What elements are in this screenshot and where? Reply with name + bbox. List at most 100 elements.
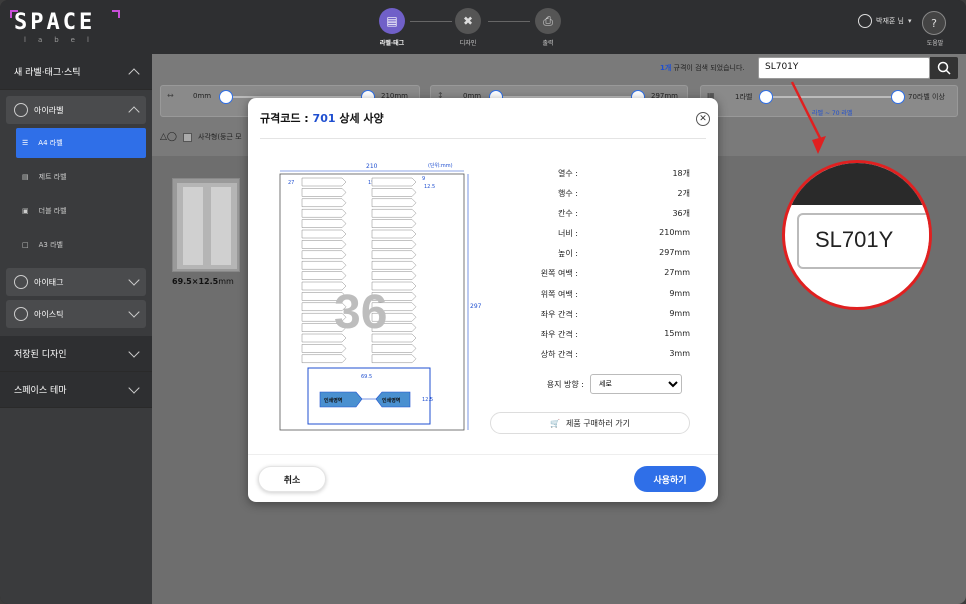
thumbnail-preview [177,183,237,269]
section-label: 새 라벨·태그·스틱 [14,68,81,78]
item-label: A4 라벨 [38,139,63,147]
label-cell [371,219,417,228]
shape-checkbox[interactable] [183,132,192,142]
filter-min: 0mm [193,92,212,100]
label-cell [371,208,417,218]
step-print[interactable]: ⎙ 출력 [528,8,568,47]
inset-height-label: 12.5 [422,397,433,403]
size-value: 69.5×12.5 [172,277,219,286]
spec-row: 좌우 간격 :15mm [498,329,698,349]
use-button[interactable]: 사용하기 [634,466,706,492]
design-tools-icon: ✖ [455,8,481,34]
chevron-up-icon [128,106,140,118]
filter-min: 0mm [463,92,482,100]
search-button[interactable] [930,57,958,79]
spec-row: 열수 : 18개 [498,168,698,188]
help-label: 도움말 [926,40,944,47]
help-button[interactable]: ? 도움말 [922,11,948,47]
chevron-down-icon [128,274,140,286]
spec-value: 9mm [669,308,690,318]
size-unit: mm [218,277,234,286]
step-label-tag[interactable]: ▤ 라벨·태그 [372,8,412,47]
question-icon: ? [922,11,946,35]
sub-label: 아이스틱 [34,309,64,319]
sidebar-item-jet[interactable]: ▤ 제트 라벨 [16,162,146,192]
filter-max: 70라벨 이상 [908,93,945,101]
buy-label: 제품 구매하러 가기 [566,418,630,428]
label-cell [301,229,347,239]
spec-key: 너비 : [558,229,578,239]
label-cell [301,333,347,343]
label-cell [301,198,347,208]
spec-key: 칸수 : [558,209,578,219]
sidebar-sub-istick[interactable]: 아이스틱 [6,300,146,328]
zoom-callout: SL701Y [782,160,932,310]
close-button[interactable]: ✕ [696,112,710,126]
top-header: SPACE label ▤ 라벨·태그 ✖ 디자인 ⎙ 출력 박재훈 님 ▾ [0,0,966,54]
user-menu[interactable]: 박재훈 님 ▾ [858,14,912,28]
sidebar-item-double[interactable]: ▣ 더블 라벨 [16,196,146,226]
result-count: 1개 [660,64,672,72]
istick-icon [14,307,28,321]
slider-track[interactable] [233,96,363,98]
space-label-logo[interactable]: SPACE label [10,10,120,44]
chevron-down-icon [128,345,140,358]
search-input[interactable]: SL701Y [758,57,930,79]
spec-row: 상하 간격 :3mm [498,349,698,369]
sidebar-item-a4[interactable]: ☰ A4 라벨 [16,128,146,158]
zoom-text: SL701Y [815,227,894,252]
spec-value: 36개 [672,209,690,219]
divider [248,454,718,455]
spec-key: 위쪽 여백 : [540,289,578,299]
label-cell [301,177,347,187]
label-cell [301,240,347,249]
step-connector [488,21,530,22]
slider-min-handle[interactable] [219,90,233,104]
buy-product-button[interactable]: 🛒 제품 구매하러 가기 [490,412,690,434]
slider-min-handle[interactable] [759,90,773,104]
modal-title: 규격코드 : 701 상세 사양 [260,110,384,126]
label-cell [371,188,417,197]
step-design[interactable]: ✖ 디자인 [448,8,488,47]
orientation-row: 용지 방향 : 세로 [540,374,690,394]
sidebar-section-saved[interactable]: 저장된 디자인 [0,336,152,372]
title-suffix: 상세 사양 [335,112,384,125]
spec-row: 좌우 간격 :9mm [498,309,698,329]
label-cell [371,312,417,322]
double-label-icon: ▣ [22,207,29,215]
spec-value: 18개 [672,169,690,178]
a3-label-icon: □ [22,241,29,249]
cancel-button[interactable]: 취소 [258,466,326,492]
chevron-down-icon [128,306,140,318]
orientation-select[interactable]: 세로 [590,374,682,394]
item-label: A3 라벨 [38,241,63,249]
slider-track[interactable] [503,96,633,98]
sidebar-sub-itag[interactable]: 아이태그 [6,268,146,296]
filter-min: 1라벨 [735,93,753,101]
sidebar-item-a3[interactable]: □ A3 라벨 [16,230,146,260]
sheet-width-label: 210 [366,163,378,170]
sidebar-section-new[interactable]: 새 라벨·태그·스틱 [0,54,152,90]
spec-key: 좌우 간격 : [540,329,578,339]
label-cell [301,281,347,291]
label-cell [301,260,347,270]
label-cell [371,302,417,312]
label-cell [371,354,417,364]
print-area-right: 인쇄영역 [382,397,401,404]
search-result-info: 1개 규격이 검색 되었습니다. [660,63,745,73]
label-thumbnail[interactable] [172,178,240,272]
label-height-label: 12.5 [424,184,435,190]
slider-track[interactable] [773,96,893,98]
sidebar-section-theme[interactable]: 스페이스 테마 [0,372,152,408]
label-cell [371,271,417,280]
label-cell [301,323,347,332]
sidebar-sub-ilabel[interactable]: 아이라벨 [6,96,146,124]
spec-key: 열수 : [558,169,578,178]
filter-max: 297mm [651,92,678,100]
spec-modal: 규격코드 : 701 상세 사양 ✕ 210 (단위:mm) 297 27 15… [248,98,718,502]
label-cell [371,344,417,353]
section-label: 스페이스 테마 [14,386,67,396]
zoom-dark-band [785,163,929,205]
slider-max-handle[interactable] [891,90,905,104]
